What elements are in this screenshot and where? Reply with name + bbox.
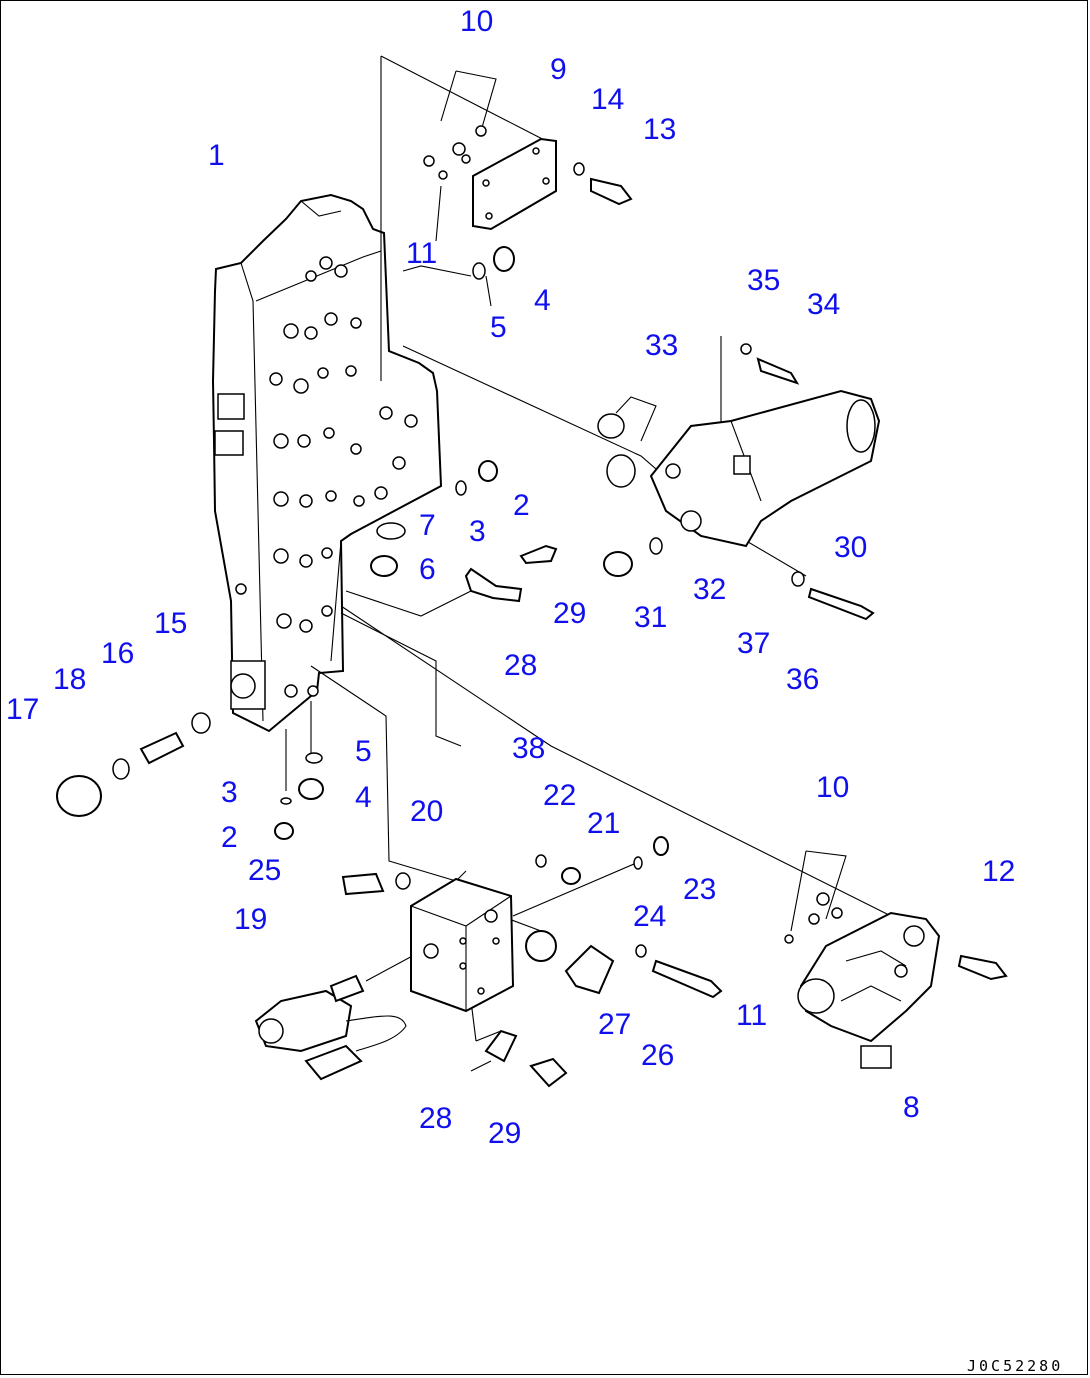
bolt-part	[651, 959, 723, 999]
gasket-part	[423, 70, 497, 242]
valve-ports	[235, 256, 418, 698]
bolt-part	[957, 954, 1008, 981]
cover-plate-part	[472, 137, 557, 231]
callout-30: 30	[834, 531, 867, 564]
callout-21: 21	[587, 807, 620, 840]
callout-5: 5	[490, 311, 507, 344]
callout-19: 19	[234, 903, 267, 936]
callout-27: 27	[598, 1008, 631, 1041]
assembly-lines	[285, 55, 902, 1042]
plug-part	[274, 752, 324, 840]
callout-4: 4	[534, 284, 551, 317]
clip-part	[564, 944, 647, 995]
callout-23: 23	[683, 873, 716, 906]
callout-3: 3	[469, 515, 486, 548]
callout-28: 28	[504, 649, 537, 682]
drawing-code: J0C52280	[967, 1357, 1063, 1375]
callout-3-lower: 3	[221, 776, 238, 809]
callout-12: 12	[982, 855, 1015, 888]
callout-18: 18	[53, 663, 86, 696]
callout-6: 6	[419, 553, 436, 586]
callout-11: 11	[406, 237, 437, 270]
bolt-part	[573, 162, 633, 206]
callout-7: 7	[419, 509, 436, 542]
sleeve-part	[341, 872, 411, 896]
callout-4-lower: 4	[355, 781, 372, 814]
callout-15: 15	[154, 607, 187, 640]
plug-part	[455, 460, 498, 496]
callout-5-lower: 5	[355, 735, 372, 768]
callout-13: 13	[643, 113, 676, 146]
callout-17: 17	[6, 693, 39, 726]
oring-part	[370, 522, 406, 577]
callout-29: 29	[553, 597, 586, 630]
callout-24: 24	[633, 900, 666, 933]
bracket-part	[464, 567, 523, 603]
bracket-part	[470, 1029, 568, 1088]
callout-11-lower: 11	[736, 999, 767, 1032]
plug-spring-parts	[56, 712, 211, 817]
callout-32: 32	[693, 573, 726, 606]
callout-8: 8	[903, 1091, 920, 1124]
callout-37: 37	[737, 627, 770, 660]
callout-22: 22	[543, 779, 576, 812]
callout-38: 38	[512, 732, 545, 765]
callout-36: 36	[786, 663, 819, 696]
callout-10: 10	[460, 5, 493, 38]
callout-2: 2	[513, 489, 530, 522]
callout-28-lower: 28	[419, 1102, 452, 1135]
valve-body-part	[211, 193, 443, 733]
callout-29-lower: 29	[488, 1117, 521, 1150]
small-fittings	[535, 836, 669, 885]
control-valve-part	[784, 850, 941, 1069]
callout-1: 1	[208, 139, 225, 172]
callout-35: 35	[747, 264, 780, 297]
bolt-part	[519, 537, 875, 621]
callout-26: 26	[641, 1039, 674, 1072]
callout-31: 31	[634, 601, 667, 634]
callout-16: 16	[101, 637, 134, 670]
plug-part	[472, 246, 515, 307]
callout-34: 34	[807, 288, 840, 321]
solenoid-assembly-part	[597, 343, 881, 548]
callout-10-lower: 10	[816, 771, 849, 804]
manifold-block-part	[410, 877, 557, 1013]
callout-20: 20	[410, 795, 443, 828]
solenoid-valve-part	[254, 974, 407, 1081]
callout-14: 14	[591, 83, 624, 116]
callout-9: 9	[550, 53, 567, 86]
callout-labels: 10 9 14 13 1 11 4 5 35 34 33 2 7 3 6 30 …	[6, 5, 1015, 1150]
callout-25: 25	[248, 854, 281, 887]
callout-2-lower: 2	[221, 821, 238, 854]
callout-33: 33	[645, 329, 678, 362]
